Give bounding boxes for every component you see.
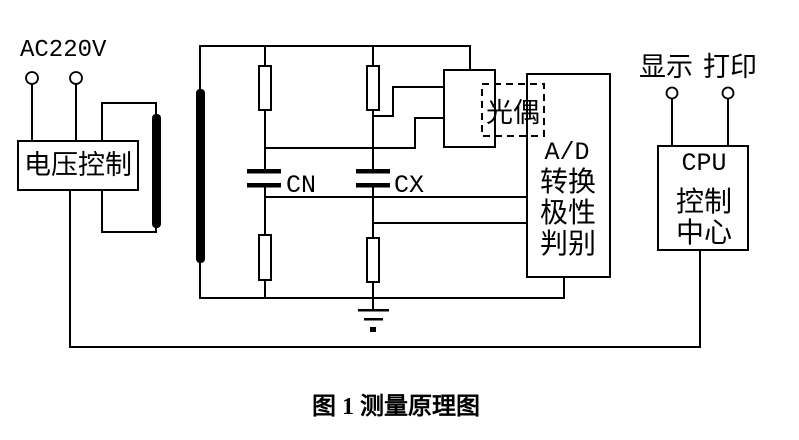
cn-label: CN (286, 171, 316, 200)
print-label: 打印 (703, 52, 757, 83)
ad-converter-box (526, 73, 611, 278)
ad-box-label-line1: A/D (544, 138, 589, 167)
wire-bridge-to-driver-1 (373, 86, 444, 117)
print-terminal (721, 86, 735, 100)
resistor-lower-right (366, 237, 380, 283)
wire-bridge-to-driver-2 (265, 117, 444, 149)
voltage-control-label: 电压控制 (24, 150, 132, 181)
capacitor-cn (247, 183, 281, 188)
optocoupler-label: 光偶 (486, 98, 540, 129)
ground-symbol (358, 298, 389, 332)
cpu-box-label-line1: CPU (681, 149, 726, 178)
figure-caption: 图 1 测量原理图 (312, 393, 480, 420)
display-label: 显示 (639, 52, 693, 83)
display-terminal (665, 86, 679, 100)
transformer-primary-winding (152, 114, 161, 228)
wire-ground-rail (199, 262, 565, 299)
resistor-lower-left (258, 234, 272, 281)
ad-box-label-line3: 极性 (540, 196, 596, 229)
ad-box-label-line2: 转换 (540, 165, 596, 198)
cpu-box-label-line3: 中心 (676, 216, 732, 249)
ac220v-label: AC220V (20, 37, 107, 64)
wire-primary-bottom (101, 190, 157, 233)
capacitor-cx (356, 169, 390, 174)
driver-box (443, 69, 496, 148)
resistor-upper-left (258, 65, 272, 111)
voltage-control-box (17, 140, 139, 191)
transformer-secondary-winding (196, 89, 205, 263)
optocoupler-box (481, 83, 545, 137)
ac-terminal-right (69, 71, 83, 85)
ad-box-label-line4: 判别 (540, 227, 596, 260)
cx-label: CX (394, 171, 424, 200)
resistor-upper-right (366, 65, 380, 111)
wire-feedback-rail (69, 190, 701, 348)
cpu-box-label-line2: 控制 (676, 185, 732, 218)
ac-terminal-left (25, 71, 39, 85)
capacitor-cx (356, 183, 390, 188)
capacitor-cn (247, 169, 281, 174)
wire-top-rail (199, 45, 471, 92)
cpu-box (657, 145, 749, 251)
wire-primary-top (101, 102, 157, 141)
